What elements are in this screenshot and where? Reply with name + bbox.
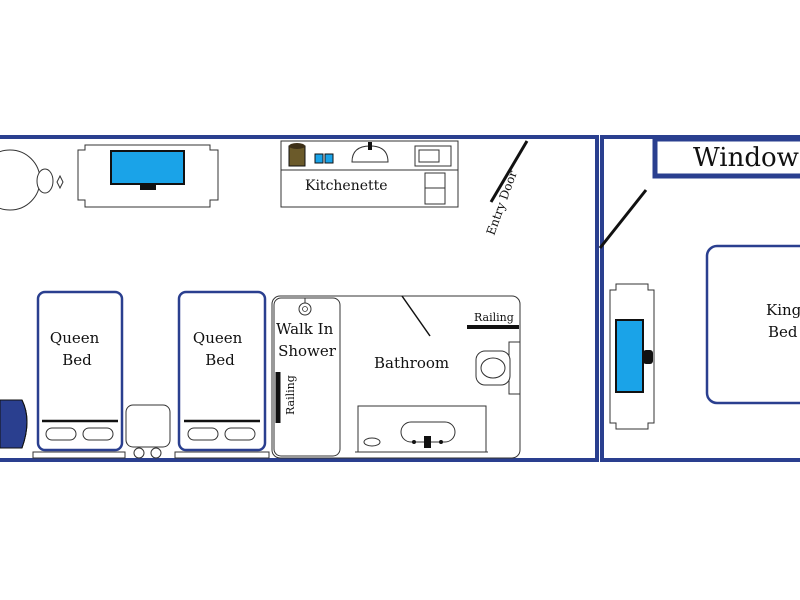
queen-bed-2-label-line1: Queen bbox=[193, 329, 243, 347]
tv-stand-right bbox=[609, 283, 655, 430]
tv-screen-right bbox=[615, 319, 644, 393]
queen-bed-1-label-line1: Queen bbox=[50, 329, 100, 347]
shower-label-line1: Walk In bbox=[276, 320, 334, 338]
left-room-wall bbox=[0, 135, 599, 462]
king-bed-label-line2: Bed bbox=[768, 323, 798, 341]
round-table bbox=[0, 149, 64, 211]
entry-door: Entry Door bbox=[484, 140, 529, 237]
shower-label-line2: Shower bbox=[278, 342, 337, 360]
king-bed-label-line1: King bbox=[766, 301, 800, 319]
king-bed: King Bed bbox=[705, 244, 800, 405]
kitchenette: Kitchenette bbox=[280, 140, 459, 208]
queen-bed-1-label-line2: Bed bbox=[62, 351, 92, 369]
bathroom-label: Bathroom bbox=[374, 354, 449, 372]
fridge-icon bbox=[424, 172, 446, 205]
walk-in-shower: Walk In Shower Railing bbox=[273, 297, 341, 457]
nightstand bbox=[125, 404, 171, 459]
svg-text:Queen Bed: Queen Bed bbox=[193, 329, 247, 369]
svg-text:King Bed: King Bed bbox=[766, 301, 800, 341]
entry-door-label: Entry Door bbox=[484, 169, 520, 237]
toilet-icon bbox=[475, 341, 521, 395]
queen-bed-2: Queen Bed bbox=[174, 290, 270, 459]
vanity bbox=[355, 405, 488, 453]
cups-icon bbox=[314, 153, 334, 164]
queen-bed-2-label-line2: Bed bbox=[205, 351, 235, 369]
sink-icon bbox=[351, 142, 389, 163]
kitchenette-label: Kitchenette bbox=[305, 178, 388, 194]
armchair bbox=[0, 399, 28, 449]
coffee-maker-icon bbox=[288, 143, 306, 167]
bathroom-railing-label: Railing bbox=[474, 311, 514, 324]
shower-railing-label: Railing bbox=[284, 375, 297, 415]
window: Window bbox=[652, 136, 800, 179]
window-label: Window bbox=[693, 143, 799, 173]
shower-head-icon bbox=[298, 298, 312, 316]
right-room-door bbox=[598, 189, 648, 249]
queen-bed-1: Queen Bed bbox=[32, 290, 126, 459]
svg-text:Walk In Shower: Walk In Shower bbox=[276, 320, 338, 360]
microwave-icon bbox=[414, 145, 452, 167]
tv-dresser bbox=[77, 144, 219, 208]
tv-screen bbox=[110, 150, 185, 185]
svg-text:Queen Bed: Queen Bed bbox=[50, 329, 104, 369]
